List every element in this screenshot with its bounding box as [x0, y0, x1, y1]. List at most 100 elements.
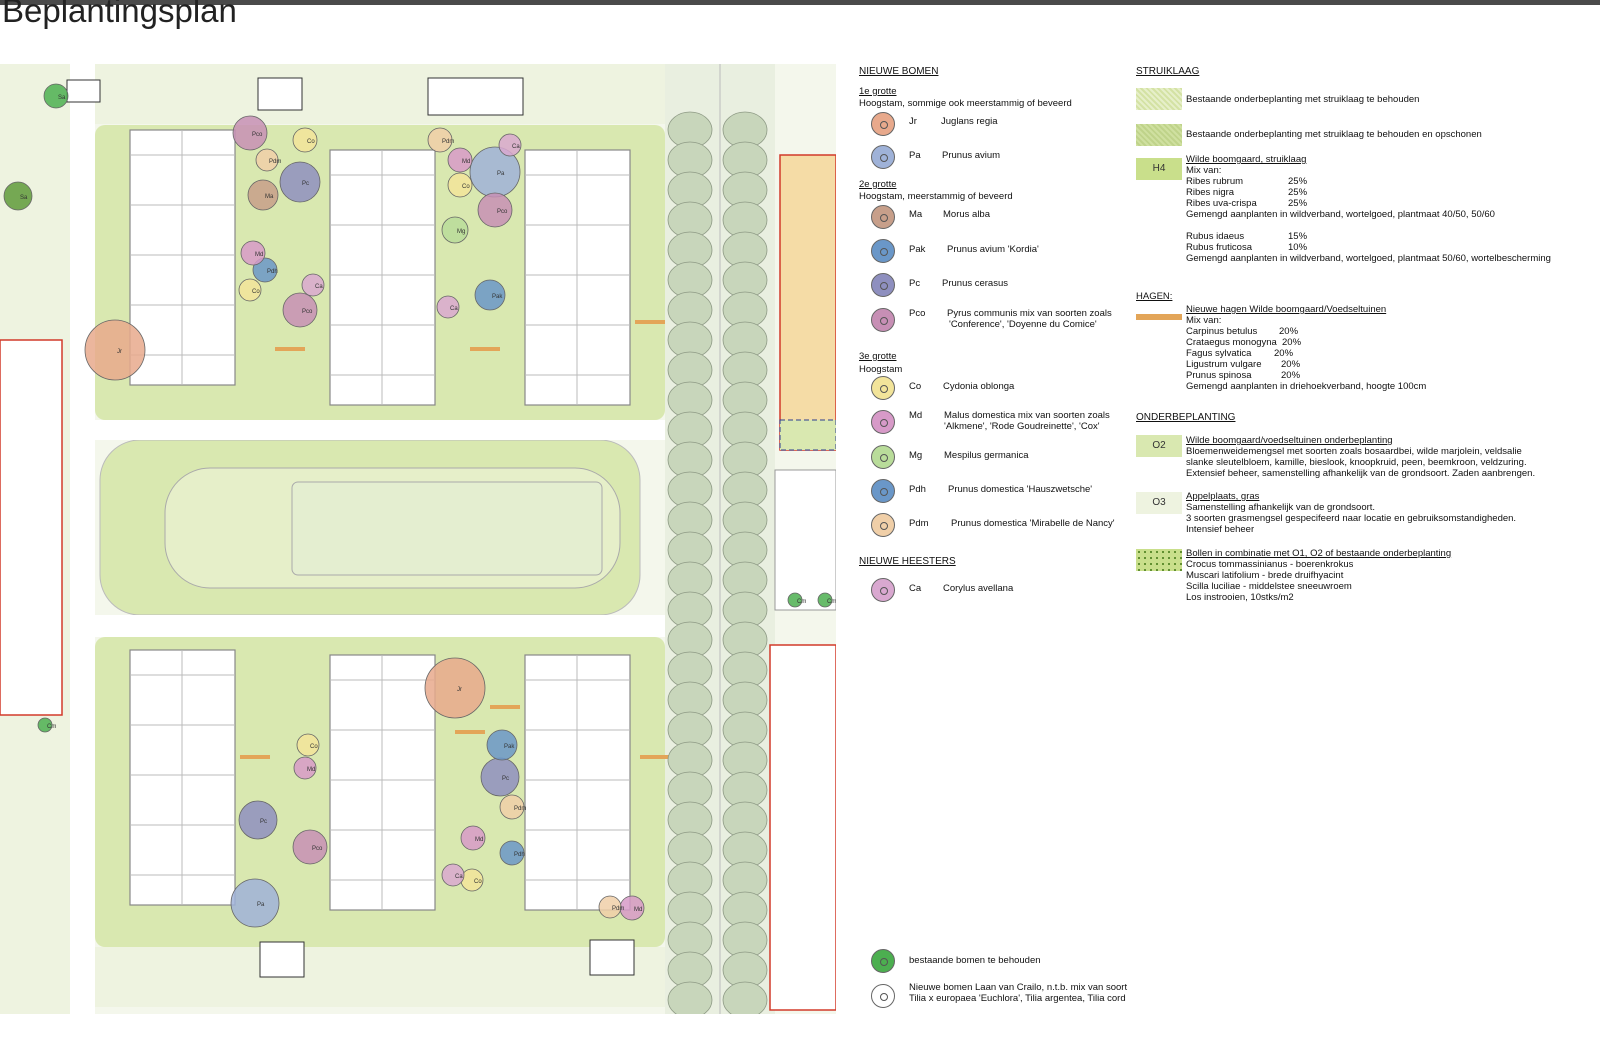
- name-pc: Prunus cerasus: [942, 278, 1009, 289]
- code-jr: Jr: [909, 116, 917, 127]
- hagen-row-1-pct: 20%: [1279, 326, 1299, 337]
- struiklaag-clean-label: Bestaande onderbeplanting met struiklaag…: [1186, 129, 1482, 140]
- plan-tree: Pdh: [499, 840, 525, 866]
- tree-code-label: Cm: [827, 599, 836, 605]
- tree-code-label: Ca: [455, 874, 463, 880]
- tree-code-label: Pc: [260, 819, 267, 825]
- plan-tree: Co: [460, 868, 484, 892]
- o3-line-3: Intensief beheer: [1186, 524, 1255, 535]
- linden-tree: [722, 981, 768, 1014]
- plan-tree: Pdh: [252, 257, 278, 283]
- tree-code-label: Co: [310, 744, 318, 750]
- code-mg: Mg: [909, 450, 923, 461]
- plan-tree: Pc: [238, 800, 278, 840]
- tree-code-label: Jr: [117, 349, 122, 355]
- o3-line-2: 3 soorten grasmengsel gespecifeerd naar …: [1186, 513, 1517, 524]
- h4-row-2-pct: 25%: [1288, 187, 1308, 198]
- tree-code-label: Co: [252, 289, 260, 295]
- hagen-note: Gemengd aanplanten in driehoekverband, h…: [1186, 381, 1427, 392]
- plan-tree: Md: [447, 147, 473, 173]
- grotte-2-label: 2e grotte: [859, 179, 897, 190]
- tree-code-label: Pco: [312, 846, 323, 852]
- tree-code-label: Pdm: [612, 906, 624, 912]
- tree-code-label: Co: [307, 139, 315, 145]
- existing-tree-icon: [871, 949, 895, 973]
- name-co: Cydonia oblonga: [943, 381, 1015, 392]
- hagen-header: HAGEN:: [1136, 291, 1173, 302]
- struiklaag-keep-label: Bestaande onderbeplanting met struiklaag…: [1186, 94, 1420, 105]
- h4-row-3: Ribes uva-crispa: [1186, 198, 1257, 209]
- swatch-bulbs: [1136, 549, 1182, 571]
- hagen-mix: Mix van:: [1186, 315, 1222, 326]
- h4-row-5: Rubus fruticosa: [1186, 242, 1253, 253]
- o2-title: Wilde boomgaard/voedseltuinen onderbepla…: [1186, 435, 1393, 446]
- hedge: [455, 730, 485, 734]
- tree-code-label: Pak: [492, 294, 503, 300]
- hagen-row-4-pct: 20%: [1281, 359, 1301, 370]
- plan-tree: Pdm: [499, 794, 526, 820]
- h4-note-1: Gemengd aanplanten in wildverband, worte…: [1186, 209, 1495, 220]
- prunus-avium-tree-icon: [871, 145, 895, 169]
- laan-label-1: Nieuwe bomen Laan van Crailo, n.t.b. mix…: [909, 982, 1128, 993]
- plan-tree: Co: [447, 172, 473, 198]
- kordia-tree-icon: [871, 239, 895, 263]
- tree-code-label: Cm: [47, 724, 56, 730]
- plan-tree: Ca: [301, 273, 325, 297]
- code-pa: Pa: [909, 150, 921, 161]
- cydonia-tree-icon: [871, 376, 895, 400]
- struiklaag-header: STRUIKLAAG: [1136, 66, 1200, 77]
- bollen-line-1: Crocus tommassinianus - boerenkrokus: [1186, 559, 1354, 570]
- hagen-row-3: Fagus sylvatica: [1186, 348, 1252, 359]
- grotte-2-desc: Hoogstam, meerstammig of beveerd: [859, 191, 1013, 202]
- h4-row-1-pct: 25%: [1288, 176, 1308, 187]
- plan-tree: Sa: [3, 181, 33, 211]
- plan-tree: Pco: [232, 115, 268, 151]
- grotte-3-label: 3e grotte: [859, 351, 897, 362]
- plan-tree: Mg: [441, 216, 469, 244]
- tree-code-label: Pdm: [269, 159, 281, 165]
- tree-code-label: Pdh: [514, 852, 525, 858]
- plan-tree: Co: [292, 127, 318, 153]
- tree-code-label: Cm: [797, 599, 806, 605]
- tree-code-label: Ca: [315, 284, 323, 290]
- hedge: [640, 755, 670, 759]
- site-plan-drawing: JrJrPaPaPcPcPcMaPcoPcoPcoPcoPdhPakPakPdh…: [0, 64, 836, 1014]
- morus-tree-icon: [871, 205, 895, 229]
- o3-line-1: Samenstelling afhankelijk van de grondso…: [1186, 502, 1376, 513]
- hagen-row-3-pct: 20%: [1274, 348, 1294, 359]
- plan-tree: Md: [460, 825, 486, 851]
- hedge: [275, 347, 305, 351]
- hedge: [240, 755, 270, 759]
- plan-tree: Co: [238, 278, 262, 302]
- tree-code-label: Pa: [257, 902, 265, 908]
- bollen-line-3: Scilla luciliae - middelstee sneeuwroem: [1186, 581, 1352, 592]
- code-pdm: Pdm: [909, 518, 929, 529]
- tree-code-label: Co: [474, 879, 482, 885]
- plan-tree: Pc: [279, 161, 321, 203]
- existing-trees-label: bestaande bomen te behouden: [909, 955, 1041, 966]
- plan-tree: Pdm: [255, 148, 281, 172]
- apartment-building: [524, 149, 631, 406]
- plan-tree: Pdm: [598, 895, 624, 919]
- tree-code-label: Md: [634, 907, 642, 913]
- o2-code: O2: [1152, 440, 1166, 451]
- plan-tree: Pak: [474, 279, 506, 311]
- name-pco-2: 'Conference', 'Doyenne du Comice': [949, 319, 1097, 330]
- name-md-1: Malus domestica mix van soorten zoals: [944, 410, 1110, 421]
- code-pco: Pco: [909, 308, 926, 319]
- plan-tree: Pco: [477, 192, 513, 228]
- hedge: [490, 705, 520, 709]
- h4-row-4: Rubus idaeus: [1186, 231, 1245, 242]
- tree-code-label: Md: [307, 767, 315, 773]
- plan-tree: Ma: [247, 179, 279, 211]
- swatch-struiklaag-keep: [1136, 88, 1182, 110]
- h4-code: H4: [1152, 163, 1166, 174]
- swatch-o3: O3: [1136, 492, 1182, 514]
- o3-title: Appelplaats, gras: [1186, 491, 1260, 502]
- o3-code: O3: [1152, 497, 1166, 508]
- name-jr: Juglans regia: [941, 116, 998, 127]
- plan-tree: Cm: [817, 592, 836, 608]
- tree-code-label: Md: [255, 252, 263, 258]
- plan-tree: Pa: [230, 878, 280, 928]
- juglans-tree-icon: [871, 112, 895, 136]
